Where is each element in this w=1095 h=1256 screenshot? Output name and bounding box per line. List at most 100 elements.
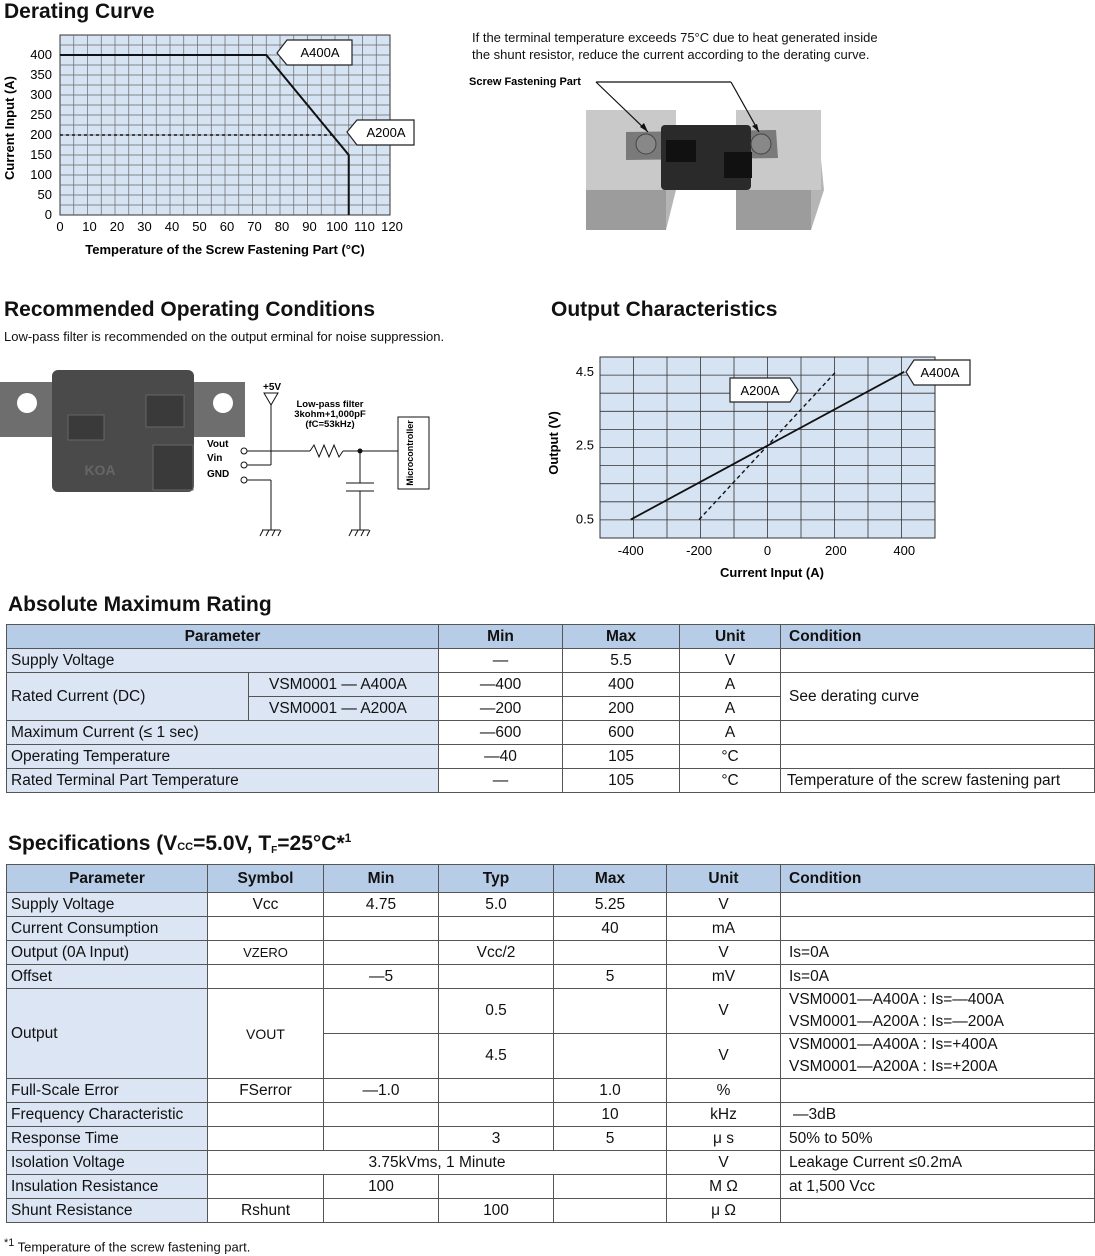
table-row: 4.5 V VSM0001—A400A : Is=+400A VSM0001—A… [7,1033,1095,1079]
max-cell: 200 [562,696,681,721]
min-cell [323,1126,439,1151]
amr-title: Absolute Maximum Rating [8,593,272,616]
typ-cell: 4.5 [438,1033,554,1079]
note-line-2: the shunt resistor, reduce the current a… [472,47,870,62]
min-cell [323,916,439,941]
derating-title: Derating Curve [4,0,155,23]
footnote-text: Temperature of the screw fastening part. [14,1239,251,1255]
spec-header-parameter: Parameter [6,864,208,893]
pin-gnd: GND [207,469,229,480]
condition-cell: Leakage Current ≤0.2mA [780,1150,1095,1175]
output-xlabel: Current Input (A) [720,565,824,580]
unit-cell: V [666,1033,781,1079]
param-cell: Response Time [6,1126,208,1151]
min-cell [323,988,439,1034]
x-tick-label: 400 [893,543,915,558]
max-cell: 105 [562,768,681,793]
param-cell: Supply Voltage [6,892,208,917]
typ-cell: 5.0 [438,892,554,917]
typ-cell [438,1102,554,1127]
min-cell: —600 [438,720,564,745]
unit-cell: μ s [666,1126,781,1151]
min-cell [323,1102,439,1127]
condition-cell: at 1,500 Vcc [780,1174,1095,1199]
table-row: Isolation Voltage 3.75kVms, 1 Minute V L… [6,1150,1095,1175]
y-tick-label: 300 [30,87,52,102]
condition-cell: Is=0A [780,940,1095,965]
symbol-cell [207,916,324,941]
amr-header-condition: Condition [780,624,1095,649]
spec-title-sup: 1 [344,831,352,845]
symbol-cell [207,964,324,989]
koa-logo: KOA [84,462,115,478]
max-cell: 1.0 [553,1078,667,1103]
condition-cell [780,744,1095,769]
max-cell: 5 [553,1126,667,1151]
x-tick-label: 80 [275,219,289,234]
table-row: Rated Terminal Part Temperature — 105 °C… [5,768,1095,793]
spec-header-row: Parameter Symbol Min Typ Max Unit Condit… [6,864,1095,893]
model-cell: VSM0001 — A200A [247,696,440,721]
condition-line: VSM0001—A200A : Is=—200A [789,1013,1004,1030]
spec-header-typ: Typ [438,864,554,893]
x-tick-label: 50 [192,219,206,234]
unit-cell: V [666,892,781,917]
max-cell: 600 [562,720,681,745]
y-tick-label: 0 [45,207,52,222]
min-cell: 4.75 [323,892,439,917]
unit-cell: °C [679,744,782,769]
unit-cell: mV [666,964,781,989]
table-row: Supply Voltage — 5.5 V [5,648,1095,673]
x-tick-label: -400 [618,543,644,558]
table-row: Output (0A Input) VZERO Vcc/2 V Is=0A [6,940,1095,965]
unit-cell: μ Ω [666,1198,781,1223]
table-row: Operating Temperature —40 105 °C [5,744,1095,769]
typ-cell [438,916,554,941]
pin-vin: Vin [207,453,222,464]
max-cell [553,940,667,965]
symbol-cell: Vcc [207,892,324,917]
spec-title: Specifications (VCC=5.0V, TF=25°C*1 [8,831,351,856]
unit-cell: M Ω [666,1174,781,1199]
table-row: Rated Current (DC) VSM0001 — A400A —400 … [6,672,1095,721]
x-tick-label: 90 [302,219,316,234]
y-tick-label: 50 [38,187,52,202]
y-tick-label: 0.5 [576,512,594,527]
y-tick-label: 250 [30,107,52,122]
table-row: Output VOUT 0.5 V VSM0001—A400A : Is=—40… [6,988,1095,1079]
condition-cell [780,916,1095,941]
min-cell: —5 [323,964,439,989]
symbol-cell: FSerror [207,1078,324,1103]
spec-title-b: =5.0V, T [193,832,272,855]
x-tick-label: 200 [825,543,847,558]
condition-line: VSM0001—A400A : Is=+400A [789,1036,998,1053]
param-cell: Supply Voltage [5,648,440,673]
condition-cell [780,892,1095,917]
condition-cell [780,648,1095,673]
shunt-photo: Screw Fastening Part [469,76,824,230]
condition-cell: Is=0A [780,964,1095,989]
condition-cell: VSM0001—A400A : Is=—400A VSM0001—A200A :… [780,988,1095,1034]
spec-header-unit: Unit [666,864,781,893]
unit-cell: % [666,1078,781,1103]
amr-header-row: Parameter Min Max Unit Condition [5,624,1095,649]
spec-header-min: Min [323,864,439,893]
unit-cell: V [679,648,782,673]
supply-label: +5V [263,382,281,393]
max-cell: 40 [553,916,667,941]
param-cell: Rated Current (DC) [6,672,249,721]
x-tick-label: 0 [56,219,63,234]
spec-title-cc: CC [177,841,194,853]
derating-ylabel: Current Input (A) [2,76,17,180]
y-tick-label: 200 [30,127,52,142]
spec-title-a: Specifications (V [8,832,178,855]
a200a-callout: A200A [346,119,415,146]
derating-note: If the terminal temperature exceeds 75°C… [472,29,878,63]
spec-header-condition: Condition [780,864,1095,893]
series-line-a200a [698,371,837,521]
unit-cell: A [679,720,782,745]
condition-line: VSM0001—A200A : Is=+200A [789,1058,998,1075]
output-a200a-callout: A200A [729,377,799,403]
symbol-cell: Rshunt [207,1198,324,1223]
